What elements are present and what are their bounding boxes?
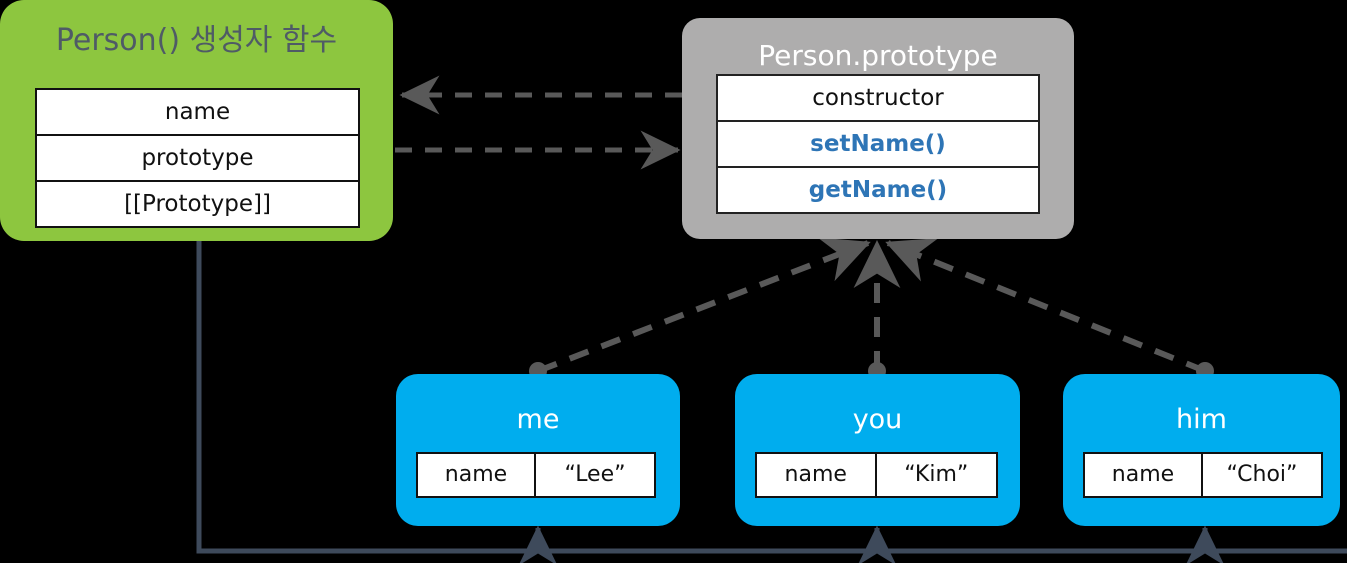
wire-him-to-proto — [885, 238, 1214, 380]
wire-prototype-constructor-to-ctor — [399, 75, 725, 115]
instance-property-value-me: “Lee” — [564, 462, 626, 487]
constructor-property-name: name — [37, 90, 358, 136]
prototype-member-constructor: constructor — [718, 76, 1038, 122]
instance-properties-table-him: name “Choi” — [1083, 452, 1323, 498]
instance-title-me: me — [516, 404, 560, 435]
prototype-members-table: constructor setName() getName() — [716, 74, 1040, 214]
instance-property-value-him: “Choi” — [1226, 462, 1298, 487]
instance-node-him[interactable]: him name “Choi” — [1063, 374, 1340, 526]
instance-title-you: you — [852, 404, 903, 435]
instance-property-value-you: “Kim” — [904, 462, 969, 487]
constructor-property-internal-prototype: [[Prototype]] — [37, 182, 358, 226]
constructor-node-title: Person() 생성자 함수 — [55, 23, 338, 58]
instance-node-me[interactable]: me name “Lee” — [396, 374, 680, 526]
prototype-node[interactable]: Person.prototype constructor setName() g… — [682, 18, 1074, 239]
constructor-property-prototype: prototype — [37, 136, 358, 182]
instance-properties-table-you: name “Kim” — [755, 452, 998, 498]
wire-me-to-proto — [529, 237, 871, 380]
instance-property-key-me: name — [418, 454, 536, 496]
prototype-member-setname: setName() — [718, 122, 1038, 168]
constructor-properties-table: name prototype [[Prototype]] — [35, 88, 360, 228]
prototype-node-title: Person.prototype — [758, 39, 998, 72]
instance-properties-table-me: name “Lee” — [416, 452, 656, 498]
wire-you-to-proto — [853, 240, 901, 380]
prototype-member-getname: getName() — [718, 168, 1038, 212]
wire-ctor-prototype-to-proto — [351, 130, 681, 170]
instance-property-key-him: name — [1085, 454, 1203, 496]
constructor-node[interactable]: Person() 생성자 함수 name prototype [[Prototy… — [0, 0, 393, 241]
instance-property-key-you: name — [757, 454, 877, 496]
instance-node-you[interactable]: you name “Kim” — [735, 374, 1020, 526]
instance-title-him: him — [1176, 404, 1227, 435]
